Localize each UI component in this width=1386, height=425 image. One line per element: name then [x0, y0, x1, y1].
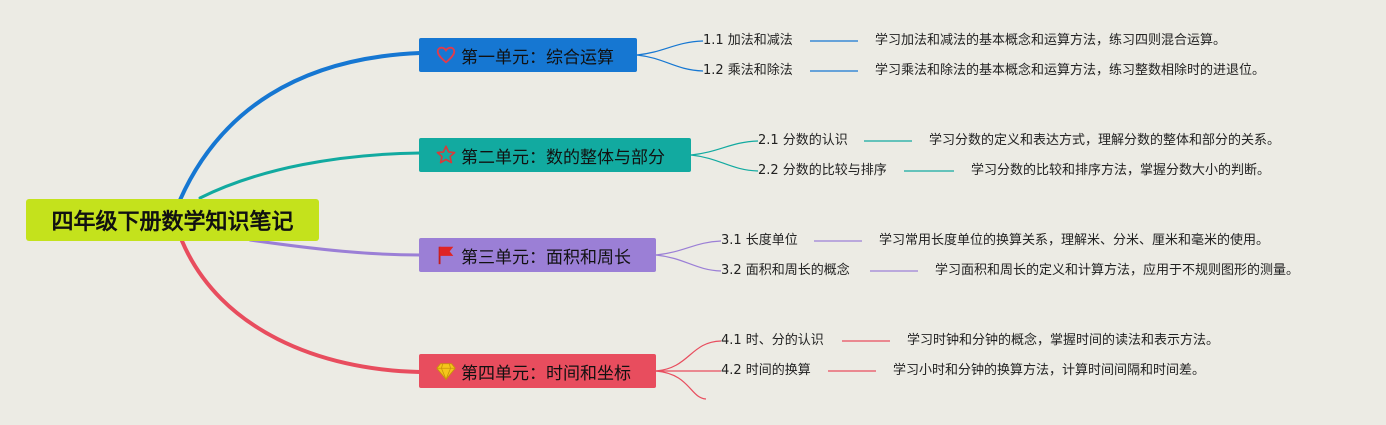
unit-4-label: 第四单元：时间和坐标	[461, 363, 631, 384]
unit-1-node[interactable]: 第一单元：综合运算	[419, 38, 637, 72]
unit-1-desc-1[interactable]: 学习加法和减法的基本概念和运算方法，练习四则混合运算。	[875, 33, 1227, 48]
unit-3-topic-1[interactable]: 3.1 长度单位	[721, 233, 798, 248]
unit-3-label: 第三单元：面积和周长	[461, 247, 631, 268]
unit-1-topic-2[interactable]: 1.2 乘法和除法	[703, 63, 793, 78]
unit-4-topic-1[interactable]: 4.1 时、分的认识	[721, 333, 824, 348]
unit-3-topic-2[interactable]: 3.2 面积和周长的概念	[721, 263, 850, 278]
unit-3-desc-1[interactable]: 学习常用长度单位的换算关系，理解米、分米、厘米和毫米的使用。	[879, 233, 1270, 248]
diamond-icon	[435, 360, 457, 382]
flag-icon	[435, 244, 457, 266]
unit-4-topic-2[interactable]: 4.2 时间的换算	[721, 363, 811, 378]
root-title[interactable]: 四年级下册数学知识笔记	[26, 199, 319, 241]
link-root-unit2	[198, 151, 422, 200]
unit-4-desc-2[interactable]: 学习小时和分钟的换算方法，计算时间间隔和时间差。	[893, 363, 1206, 378]
unit-2-topic-1[interactable]: 2.1 分数的认识	[758, 133, 848, 148]
unit-2-topic-2[interactable]: 2.2 分数的比较与排序	[758, 163, 887, 178]
star-icon	[435, 144, 457, 166]
unit-2-node[interactable]: 第二单元：数的整体与部分	[419, 138, 691, 172]
link-root-unit1	[178, 51, 422, 202]
unit-2-label: 第二单元：数的整体与部分	[461, 147, 665, 168]
unit-2-desc-2[interactable]: 学习分数的比较和排序方法，掌握分数大小的判断。	[971, 163, 1271, 178]
unit-4-desc-1[interactable]: 学习时钟和分钟的概念，掌握时间的读法和表示方法。	[907, 333, 1220, 348]
unit-3-desc-2[interactable]: 学习面积和周长的定义和计算方法，应用于不规则图形的测量。	[935, 263, 1300, 278]
heart-icon	[435, 44, 457, 66]
unit-2-desc-1[interactable]: 学习分数的定义和表达方式，理解分数的整体和部分的关系。	[929, 133, 1281, 148]
unit-3-node[interactable]: 第三单元：面积和周长	[419, 238, 656, 272]
unit-1-topic-1[interactable]: 1.1 加法和减法	[703, 33, 793, 48]
unit-1-desc-2[interactable]: 学习乘法和除法的基本概念和运算方法，练习整数相除时的进退位。	[875, 63, 1266, 78]
link-root-unit3	[248, 238, 422, 257]
unit-4-node[interactable]: 第四单元：时间和坐标	[419, 354, 656, 388]
unit-1-label: 第一单元：综合运算	[461, 47, 614, 68]
link-root-unit4	[180, 239, 422, 374]
